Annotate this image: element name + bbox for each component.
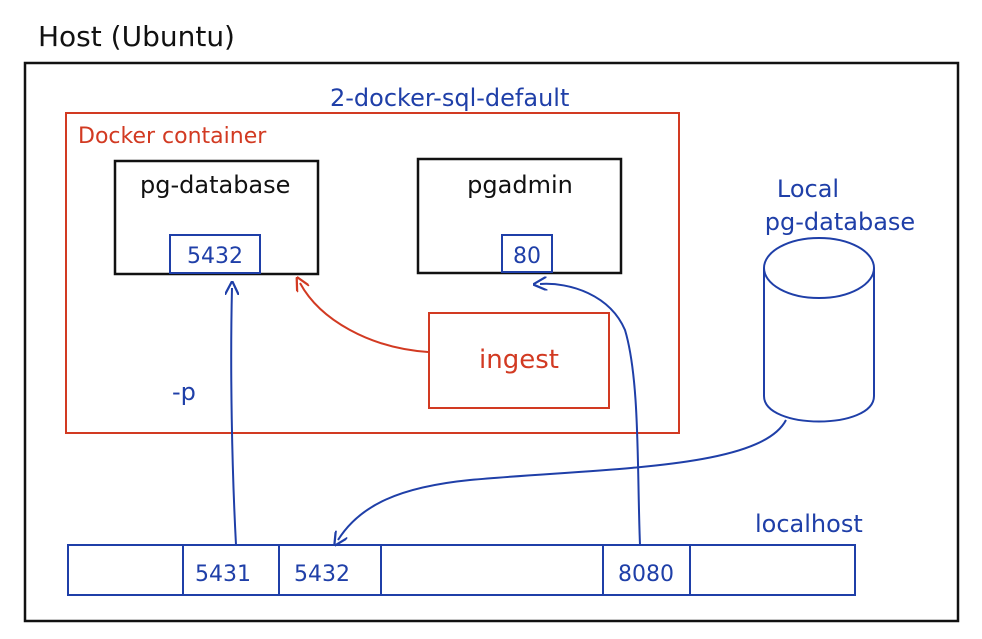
port-8080-to-pgadmin-arrow [540, 284, 641, 546]
pg-database-port: 5432 [187, 244, 243, 269]
local-pg-database-cylinder [763, 237, 875, 423]
docker-container-label: Docker container [78, 124, 267, 149]
localhost-port-5431: 5431 [195, 562, 251, 587]
pgadmin-port-box [501, 234, 553, 273]
localhost-port-8080: 8080 [618, 562, 674, 587]
ingest-box [428, 312, 610, 409]
ingest-label: ingest [479, 345, 559, 375]
pg-database-port-box [169, 234, 261, 274]
local-db-to-port-5432-arrow [338, 419, 787, 540]
port-flag-label: -p [172, 378, 196, 406]
host-title: Host (Ubuntu) [38, 20, 235, 53]
local-db-label-line2: pg-database [765, 208, 915, 236]
pg-database-name: pg-database [140, 171, 290, 199]
pgadmin-container: pgadmin 80 [416, 157, 623, 275]
pgadmin-port: 80 [513, 244, 541, 269]
localhost-label: localhost [755, 510, 863, 538]
port-5431-to-pg-arrow [231, 288, 236, 546]
pgadmin-name: pgadmin [467, 171, 573, 199]
localhost-port-5432: 5432 [294, 562, 350, 587]
host-frame [23, 61, 960, 623]
ingest-to-pg-arrow [300, 283, 429, 353]
docker-container-frame [65, 112, 680, 434]
local-db-label-line1: Local [777, 175, 839, 203]
localhost-port-strip: 5431 5432 8080 [67, 544, 856, 596]
network-label: 2-docker-sql-default [330, 84, 569, 112]
pg-database-container: pg-database 5432 [113, 159, 320, 276]
